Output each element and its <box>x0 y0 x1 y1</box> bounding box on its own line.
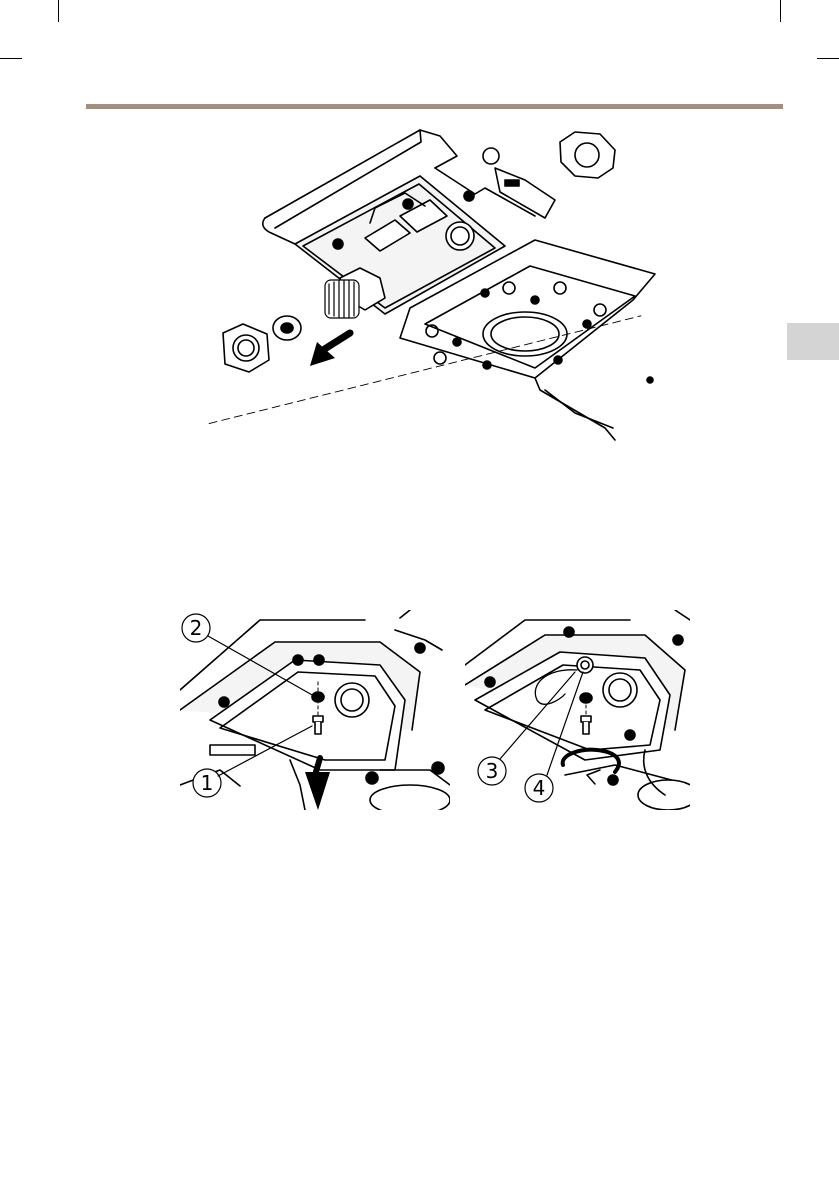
callout-3: 3 <box>486 759 499 783</box>
cable-gland-removal-illustration <box>195 128 660 443</box>
crop-mark-top-right-h <box>817 58 839 59</box>
crop-mark-top-left-h <box>0 58 22 59</box>
ground-wire-attach-illustration: 3 4 <box>465 610 690 810</box>
crop-mark-top-right-v <box>780 0 781 22</box>
callout-4: 4 <box>533 776 546 800</box>
callout-2: 2 <box>190 616 203 640</box>
header-rule <box>86 104 783 109</box>
crop-mark-top-left-v <box>58 0 59 22</box>
ground-screw-removal-illustration: 2 1 <box>180 610 450 810</box>
chapter-side-tab <box>787 323 839 360</box>
callout-1: 1 <box>201 771 214 795</box>
